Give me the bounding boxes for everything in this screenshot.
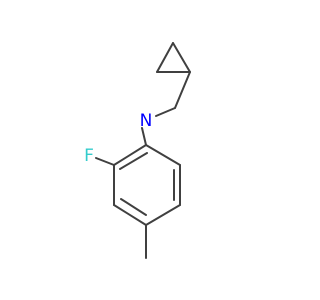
molecule-structure: N F [84,42,191,259]
double-bond-1 [119,152,148,170]
bond-lines [95,42,191,259]
bond-ch2-n [155,107,176,117]
nitrogen-atom-label: N [140,111,153,131]
bond-fluorine [95,157,115,166]
bond-n-aryl [141,127,147,146]
fluorine-atom-label: F [84,146,94,166]
double-bond-2 [120,198,147,216]
bond-ring-d [145,204,181,226]
molecule-canvas: N F [84,42,191,259]
bond-ring-a [113,144,147,166]
bond-cyclopropyl-3 [172,42,191,73]
bond-ring-f [145,144,181,166]
bond-ring-c [113,204,147,226]
bond-ring-ch2 [174,71,191,109]
bond-cyclopropyl-1 [156,42,174,73]
